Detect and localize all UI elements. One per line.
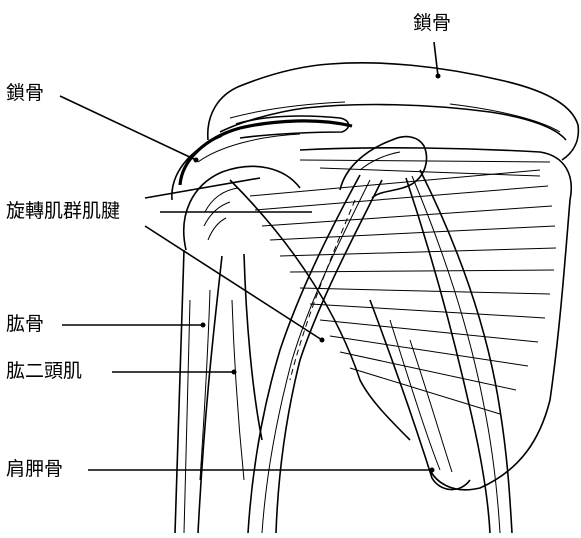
leader-clavicle-top-dot [435,73,441,79]
label-clavicle-top: 鎖骨 [413,12,452,34]
label-biceps: 肱二頭肌 [6,360,83,382]
leader-humerus-dot [200,322,206,328]
clavicle-shape [207,61,580,161]
leader-clavicle-left [59,95,197,161]
label-scapula: 肩胛骨 [6,458,64,480]
label-clavicle-left: 鎖骨 [6,82,45,104]
label-humerus: 肱骨 [6,313,45,335]
scapula-tip-shape [369,299,471,491]
leader-rotator-dot [319,337,325,343]
humeral-head-shape [182,165,301,251]
leader-biceps-dot [231,369,237,375]
coracoid-shape [339,135,428,199]
leader-rotator-upper [144,177,261,199]
leader-rotator-lower [144,225,323,341]
scapula-shape [229,147,572,491]
leader-clavicle-top [433,41,439,77]
leader-clavicle-left-dot [193,157,199,163]
label-rotator-cuff-tendon: 旋轉肌群肌腱 [6,200,121,222]
leader-scapula-dot [429,467,435,473]
biceps-shape [247,169,513,534]
humerus-shaft-shape [174,249,263,534]
